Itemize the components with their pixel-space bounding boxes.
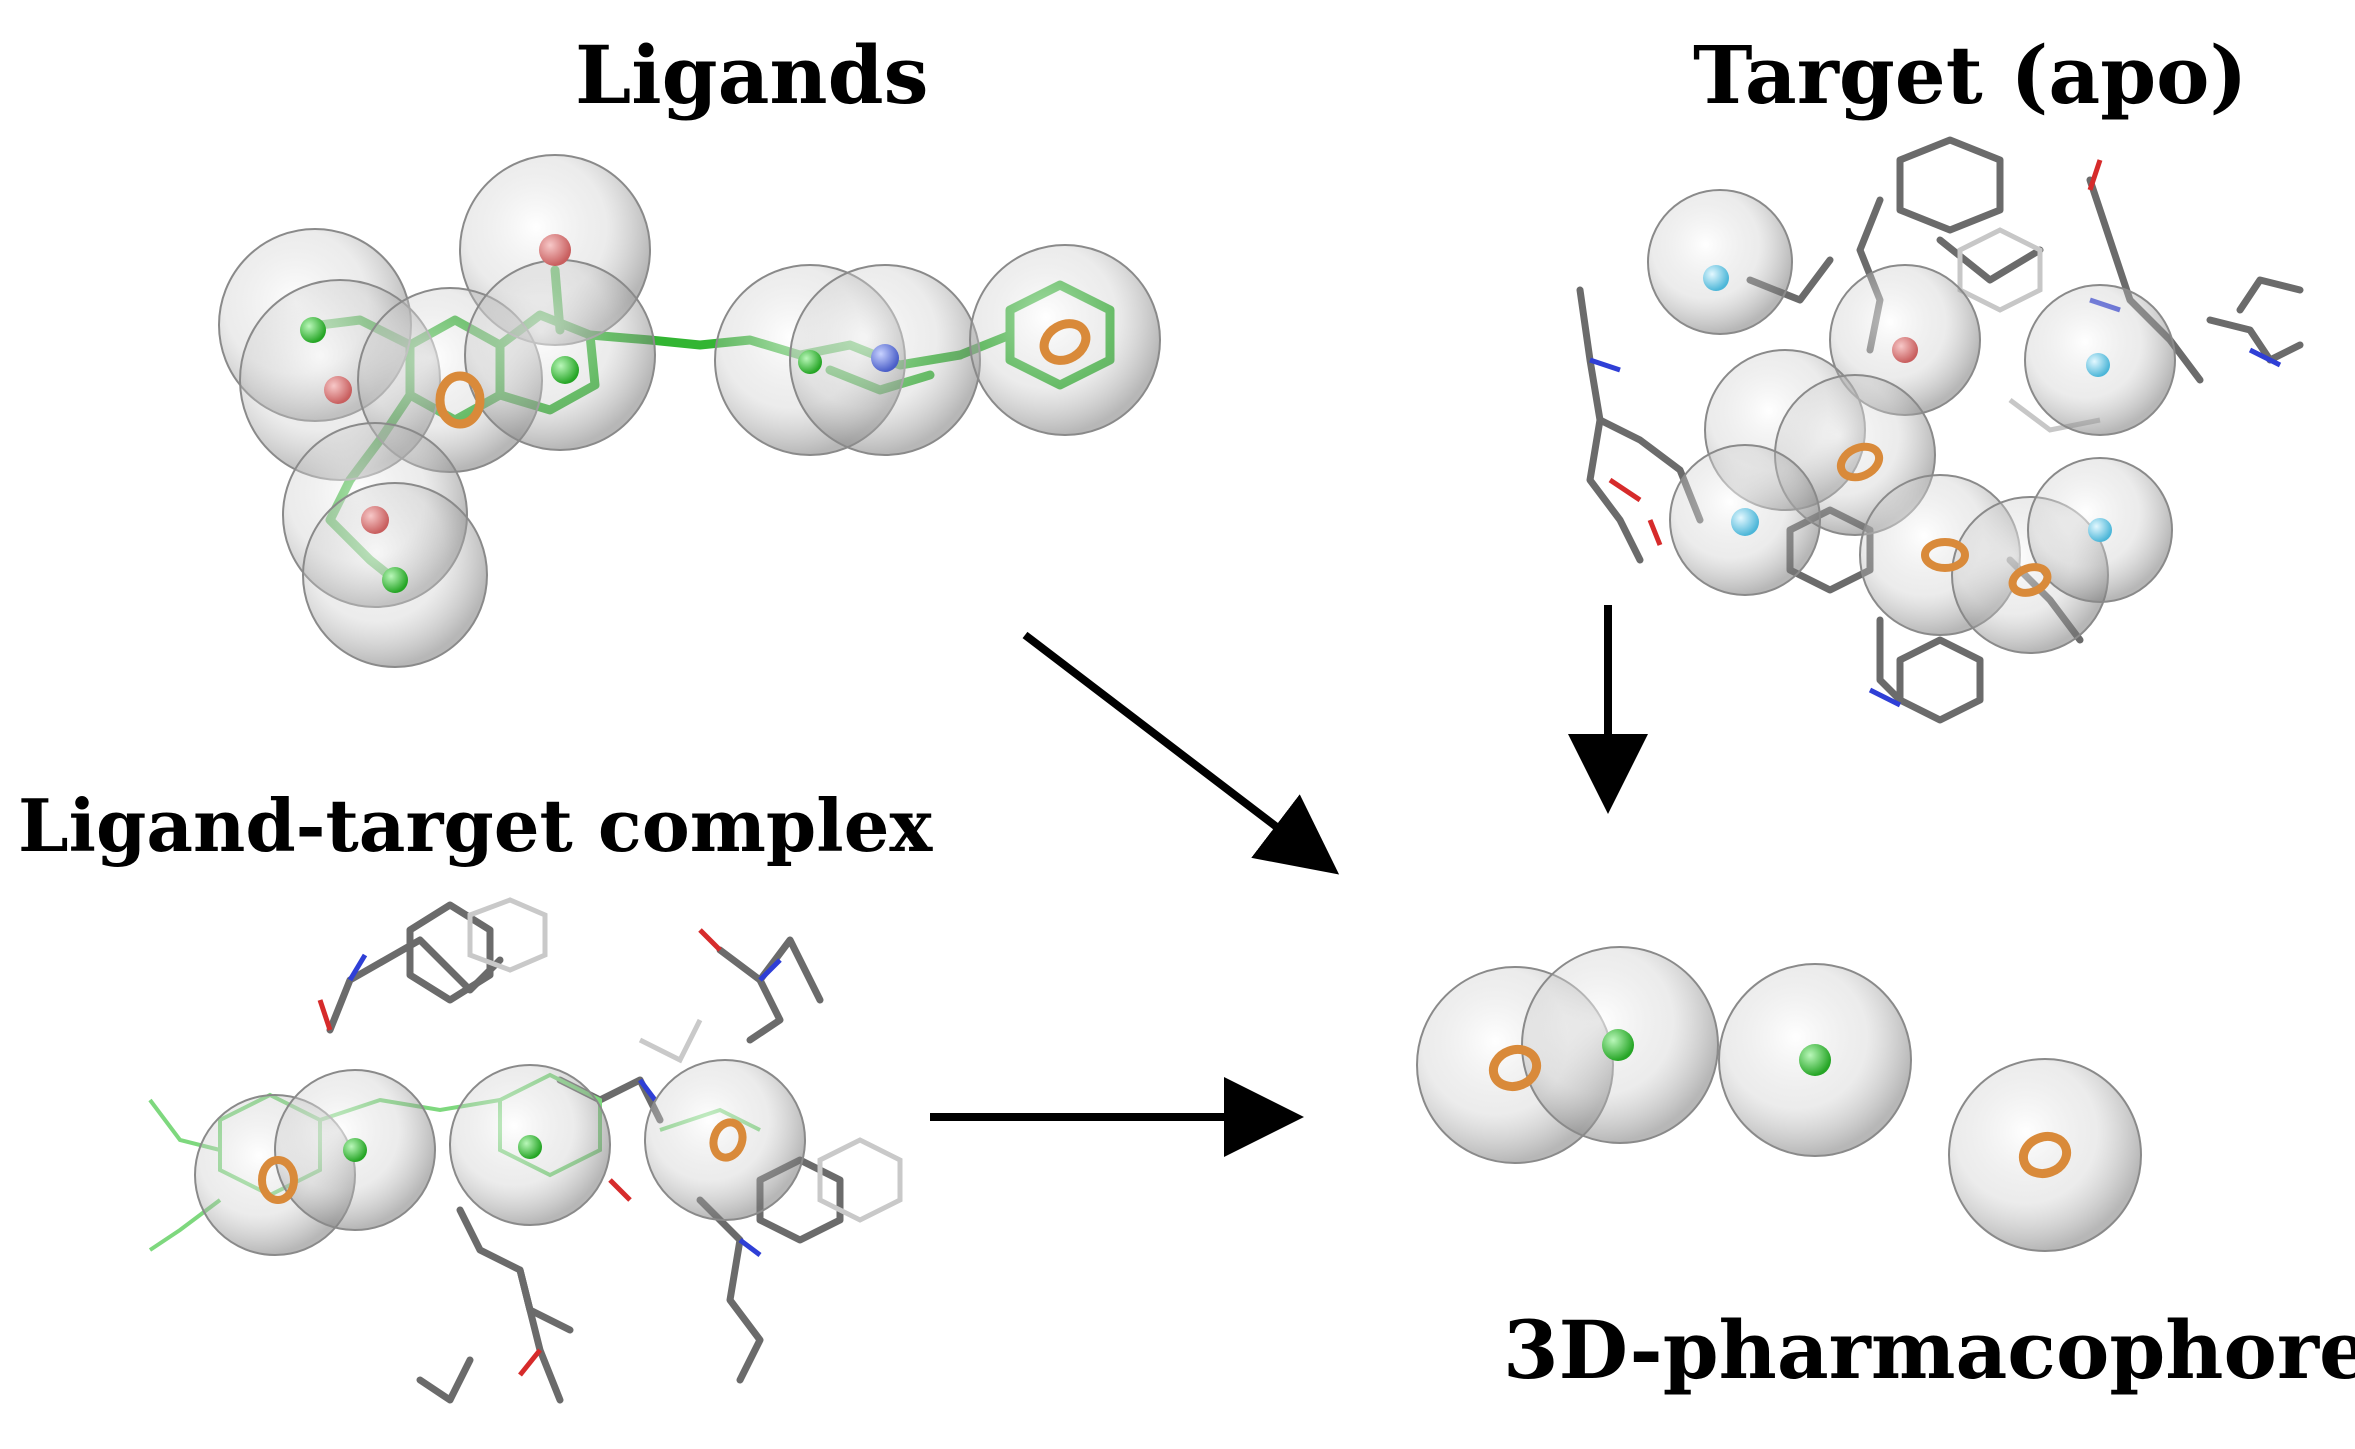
target-apo-structure (1576, 136, 2304, 724)
aromatic-ring-feature-1 (1488, 1044, 1542, 1092)
ligands-title: Ligands (575, 28, 929, 122)
ligands-molecule (218, 154, 1161, 668)
aromatic-ring-feature-2 (2018, 1131, 2072, 1179)
hydrophobic-feature-1 (1602, 1029, 1634, 1061)
arrow-ligands-to-pharmacophore (1022, 631, 1340, 875)
complex-title: Ligand-target complex (18, 783, 933, 868)
ligand-target-complex-structure (148, 897, 903, 1404)
pharmacophore-sphere-4 (1948, 1058, 2142, 1252)
pharmacophore-title: 3D-pharmacophore (1503, 1303, 2355, 1397)
hydrophobic-feature-2 (1799, 1044, 1831, 1076)
pharmacophore-model (1416, 946, 2142, 1252)
target-apo-title: Target (apo) (1693, 28, 2248, 122)
